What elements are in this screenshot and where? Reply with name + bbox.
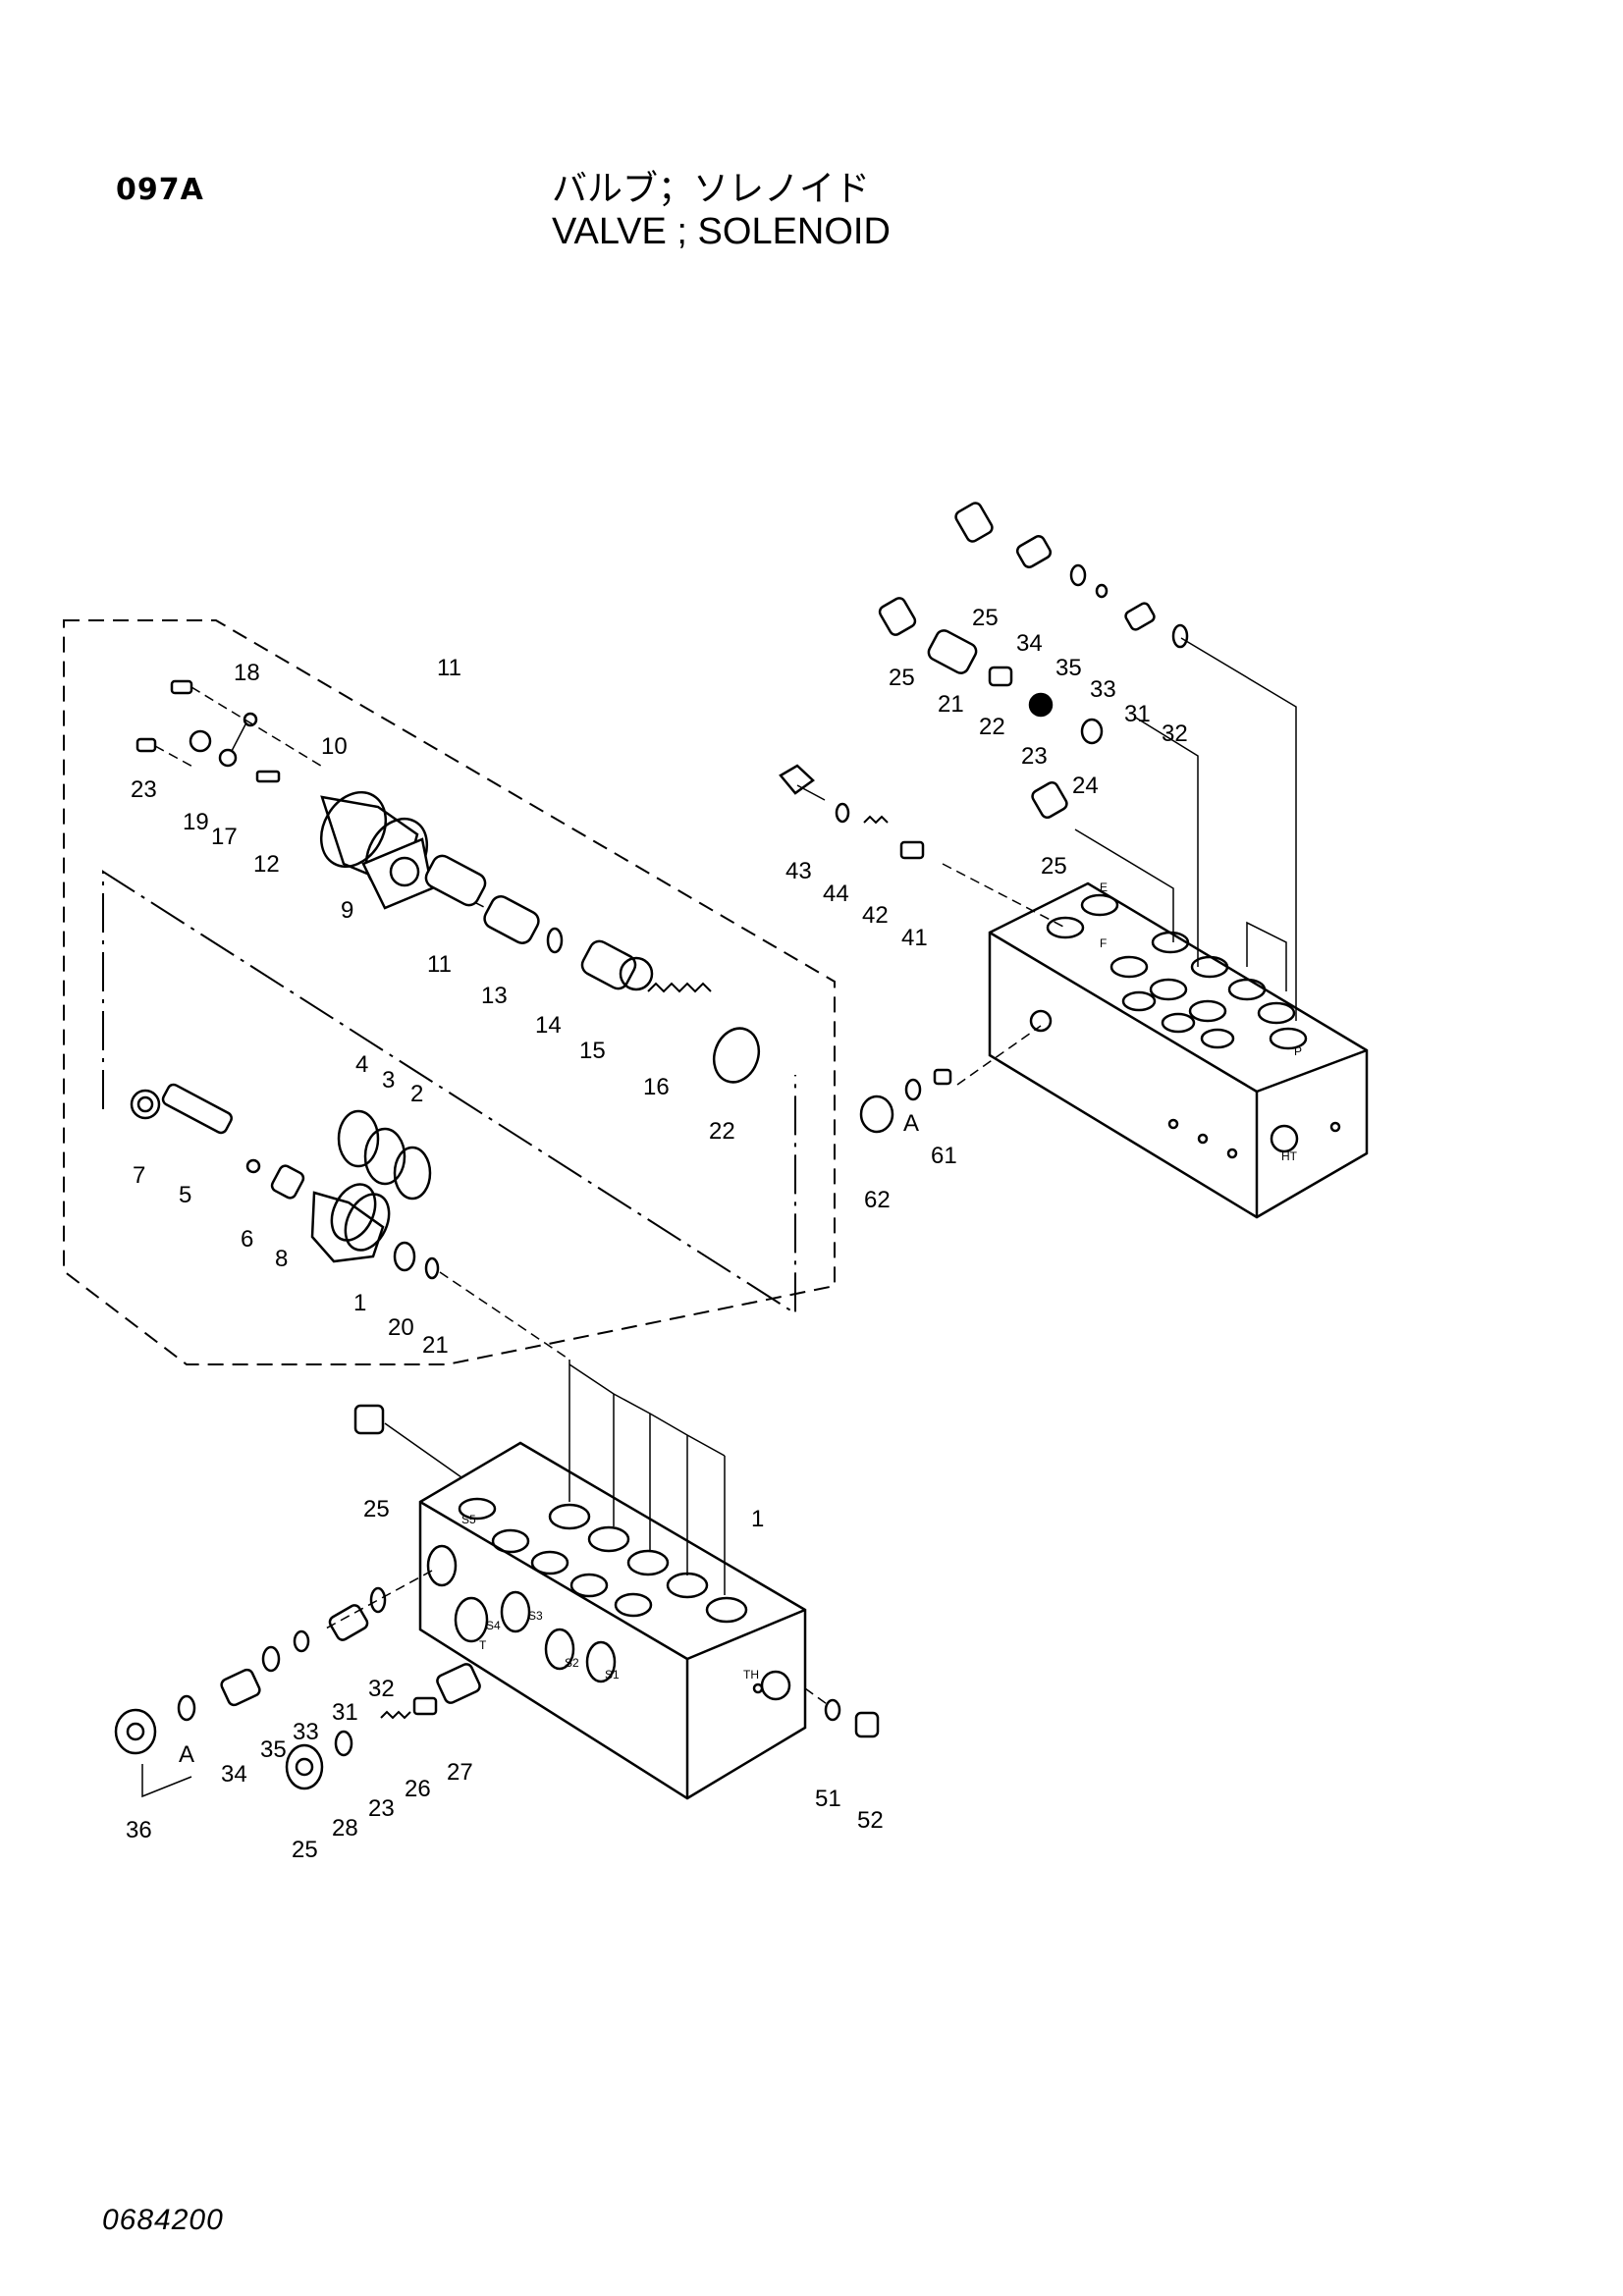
svg-text:23: 23 [131,776,157,803]
right-upper-parts [779,502,1189,1134]
svg-text:33: 33 [1090,676,1116,703]
svg-text:41: 41 [901,925,928,951]
svg-text:26: 26 [405,1776,431,1802]
svg-text:23: 23 [368,1795,395,1822]
svg-text:5: 5 [179,1182,191,1208]
svg-text:9: 9 [341,897,353,924]
svg-text:25: 25 [292,1837,318,1863]
svg-text:36: 36 [126,1817,152,1843]
subassembly-boundary [63,619,836,1365]
svg-text:14: 14 [535,1012,562,1039]
svg-text:11: 11 [427,951,452,978]
svg-text:S1: S1 [605,1668,620,1682]
svg-text:32: 32 [368,1676,395,1702]
svg-text:32: 32 [1162,721,1188,747]
svg-text:23: 23 [1021,743,1048,770]
svg-text:44: 44 [823,881,849,907]
svg-text:2: 2 [410,1081,423,1107]
svg-text:20: 20 [388,1314,414,1341]
svg-text:21: 21 [422,1332,449,1359]
svg-text:18: 18 [234,660,260,686]
svg-text:15: 15 [579,1038,606,1064]
svg-text:27: 27 [447,1759,473,1786]
svg-text:52: 52 [857,1807,884,1834]
title-english: VALVE ; SOLENOID [552,211,891,252]
svg-text:25: 25 [972,605,999,631]
lower-parts [114,1404,880,1798]
svg-text:11: 11 [437,655,461,681]
svg-text:42: 42 [862,902,889,929]
svg-text:TH: TH [743,1668,759,1682]
svg-text:F: F [1100,936,1107,950]
svg-text:A: A [903,1110,919,1137]
svg-text:8: 8 [275,1246,288,1272]
svg-text:1: 1 [353,1290,366,1316]
svg-text:34: 34 [1016,630,1043,657]
svg-text:43: 43 [785,858,812,884]
svg-text:HT: HT [1281,1149,1298,1163]
cartridge-frame [102,870,796,1315]
svg-text:31: 31 [1124,701,1151,727]
svg-text:S2: S2 [565,1656,579,1670]
svg-text:24: 24 [1072,773,1099,799]
svg-text:T: T [479,1638,487,1652]
svg-text:17: 17 [211,824,238,850]
svg-text:22: 22 [979,714,1005,740]
svg-text:6: 6 [241,1226,253,1253]
svg-text:35: 35 [1055,655,1082,681]
svg-text:3: 3 [382,1067,395,1094]
svg-text:25: 25 [889,665,915,691]
svg-text:28: 28 [332,1815,358,1842]
svg-text:A: A [179,1741,194,1768]
svg-text:12: 12 [253,851,280,878]
svg-text:31: 31 [332,1699,358,1726]
svg-text:1: 1 [751,1506,764,1532]
svg-text:S5: S5 [461,1513,476,1526]
svg-text:13: 13 [481,983,508,1009]
svg-text:61: 61 [931,1143,957,1169]
svg-text:33: 33 [293,1719,319,1745]
svg-text:21: 21 [938,691,964,718]
page-code: 097A [116,173,204,207]
svg-text:16: 16 [643,1074,670,1100]
svg-text:7: 7 [133,1162,145,1189]
svg-text:25: 25 [363,1496,390,1522]
svg-text:22: 22 [709,1118,735,1145]
svg-text:10: 10 [321,733,348,760]
svg-text:51: 51 [815,1786,841,1812]
solenoid-parts [130,679,761,1361]
svg-text:S4: S4 [486,1619,501,1632]
svg-text:S3: S3 [528,1609,543,1623]
svg-text:34: 34 [221,1761,247,1788]
svg-text:E: E [1100,881,1108,894]
title-japanese: バルブ；ソレノイド [552,169,871,209]
svg-text:19: 19 [183,809,209,835]
svg-text:35: 35 [260,1736,287,1763]
svg-text:25: 25 [1041,853,1067,880]
svg-text:62: 62 [864,1187,891,1213]
right-valve-body [942,637,1369,1219]
drawing-number: 0684200 [102,2204,224,2236]
main-valve-body [418,1360,807,1800]
svg-text:4: 4 [355,1051,368,1078]
svg-text:P: P [1294,1044,1302,1058]
